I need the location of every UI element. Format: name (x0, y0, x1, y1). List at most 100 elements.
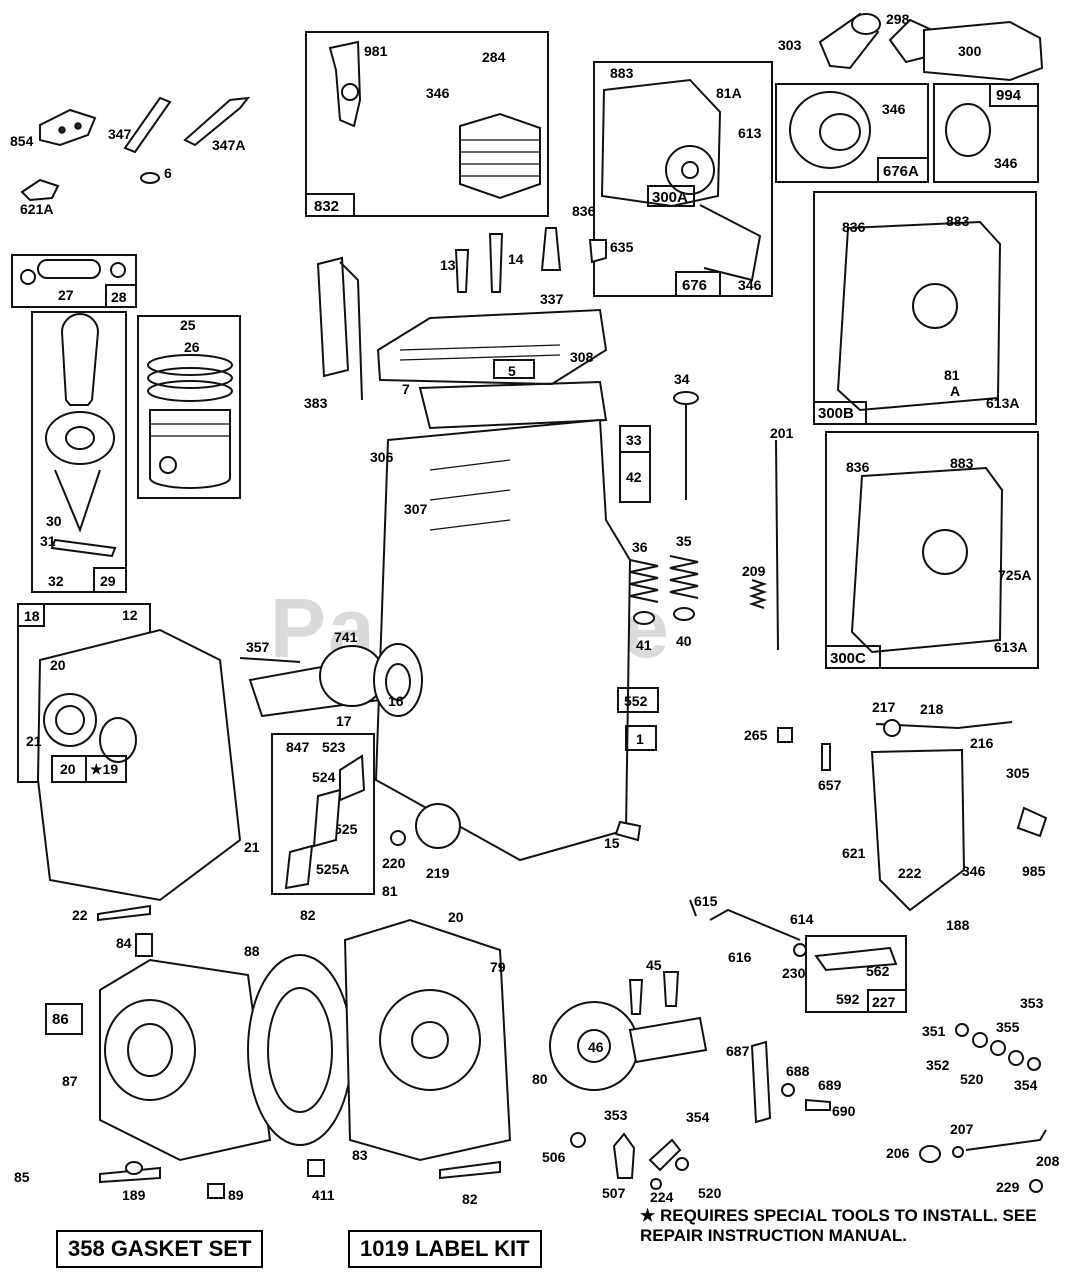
callout-346b: 346 (882, 101, 906, 117)
throttle-link-group (20, 96, 251, 202)
callout-836c: 836 (846, 459, 870, 475)
callout-84: 84 (116, 935, 132, 951)
callout-520a: 520 (960, 1071, 984, 1087)
callout-35: 35 (676, 533, 692, 549)
callout-14: 14 (508, 251, 524, 267)
governor-gear (415, 803, 461, 849)
callout-13: 13 (440, 257, 456, 273)
callout-357: 357 (246, 639, 270, 655)
engine-block (374, 418, 632, 862)
callout-562: 562 (866, 963, 890, 979)
callout-525A: 525A (316, 861, 349, 877)
callout-26: 26 (184, 339, 200, 355)
callout-83: 83 (352, 1147, 368, 1163)
callout-306: 306 (370, 449, 394, 465)
callout-A: A (950, 383, 960, 399)
callout-725A: 725A (998, 567, 1031, 583)
callout-80: 80 (532, 1071, 548, 1087)
callout-27: 27 (58, 287, 74, 303)
callout-86: 86 (52, 1011, 69, 1028)
callout-383: 383 (304, 395, 328, 411)
box-300C (825, 431, 1039, 669)
washers-group (955, 1023, 1041, 1071)
callout-25: 25 (180, 317, 196, 333)
callout-219: 219 (426, 865, 450, 881)
callout-33: 33 (626, 432, 642, 448)
callout-347: 347 (108, 126, 132, 142)
callout-354a: 354 (1014, 1077, 1038, 1093)
callout-6: 6 (164, 165, 172, 181)
callout-307: 307 (404, 501, 428, 517)
label-kit-label: 1019 LABEL KIT (348, 1230, 542, 1268)
callout-615: 615 (694, 893, 718, 909)
callout-82a: 82 (300, 907, 316, 923)
callout-836b: 836 (842, 219, 866, 235)
callout-347A: 347A (212, 137, 245, 153)
callout-300: 300 (958, 43, 982, 59)
callout-218: 218 (920, 701, 944, 717)
callout-41: 41 (636, 637, 652, 653)
callout-552: 552 (624, 693, 648, 709)
box-25 (137, 315, 241, 499)
callout-87: 87 (62, 1073, 78, 1089)
callout-188: 188 (946, 917, 970, 933)
ignition-coil (316, 256, 350, 378)
valve-springs (629, 555, 699, 625)
callout-220: 220 (382, 855, 406, 871)
callout-676: 676 (682, 277, 707, 294)
callout-81: 81 (944, 367, 960, 383)
callout-346e: 346 (962, 863, 986, 879)
callout-635: 635 (610, 239, 634, 255)
callout-300A: 300A (652, 189, 688, 206)
callout-81b: 81 (382, 883, 398, 899)
callout-613Ab: 613A (994, 639, 1027, 655)
callout-22: 22 (72, 907, 88, 923)
bolts-group (454, 227, 607, 293)
callout-36: 36 (632, 539, 648, 555)
callout-18: 18 (24, 608, 40, 624)
callout-836a: 836 (572, 203, 596, 219)
box-832 (305, 31, 549, 217)
flywheel-screen (247, 954, 353, 1146)
callout-209: 209 (742, 563, 766, 579)
callout-616: 616 (728, 949, 752, 965)
flywheel (343, 918, 512, 1162)
callout-847: 847 (286, 739, 310, 755)
callout-16: 16 (388, 693, 404, 709)
callout-85: 85 (14, 1169, 30, 1185)
callout-832: 832 (314, 198, 339, 215)
callout-613A: 613A (986, 395, 1019, 411)
callout-5: 5 (508, 363, 516, 379)
box-29 (31, 311, 127, 593)
callout-21b: 21 (244, 839, 260, 855)
callout-34: 34 (674, 371, 690, 387)
callout-346a: 346 (426, 85, 450, 101)
callout-506: 506 (542, 1149, 566, 1165)
callout-303: 303 (778, 37, 802, 53)
callout-229: 229 (996, 1179, 1020, 1195)
callout-351: 351 (922, 1023, 946, 1039)
callout-614: 614 (790, 911, 814, 927)
callout-507: 507 (602, 1185, 626, 1201)
callout-308: 308 (570, 349, 594, 365)
callout-592: 592 (836, 991, 860, 1007)
callout-28: 28 (111, 289, 127, 305)
callout-230: 230 (782, 965, 806, 981)
box-847 (271, 733, 375, 895)
box-994 (933, 83, 1039, 183)
callout-217: 217 (872, 699, 896, 715)
callout-687: 687 (726, 1043, 750, 1059)
box-227 (805, 935, 907, 1013)
callout-21a: 21 (26, 733, 42, 749)
callout-284: 284 (482, 49, 506, 65)
callout-15: 15 (604, 835, 620, 851)
callout-985: 985 (1022, 863, 1046, 879)
callout-524: 524 (312, 769, 336, 785)
callout-621A: 621A (20, 201, 53, 217)
callout-19: ★19 (90, 761, 118, 777)
callout-523: 523 (322, 739, 346, 755)
callout-520b: 520 (698, 1185, 722, 1201)
callout-208: 208 (1036, 1153, 1060, 1169)
box-676A (775, 83, 929, 183)
